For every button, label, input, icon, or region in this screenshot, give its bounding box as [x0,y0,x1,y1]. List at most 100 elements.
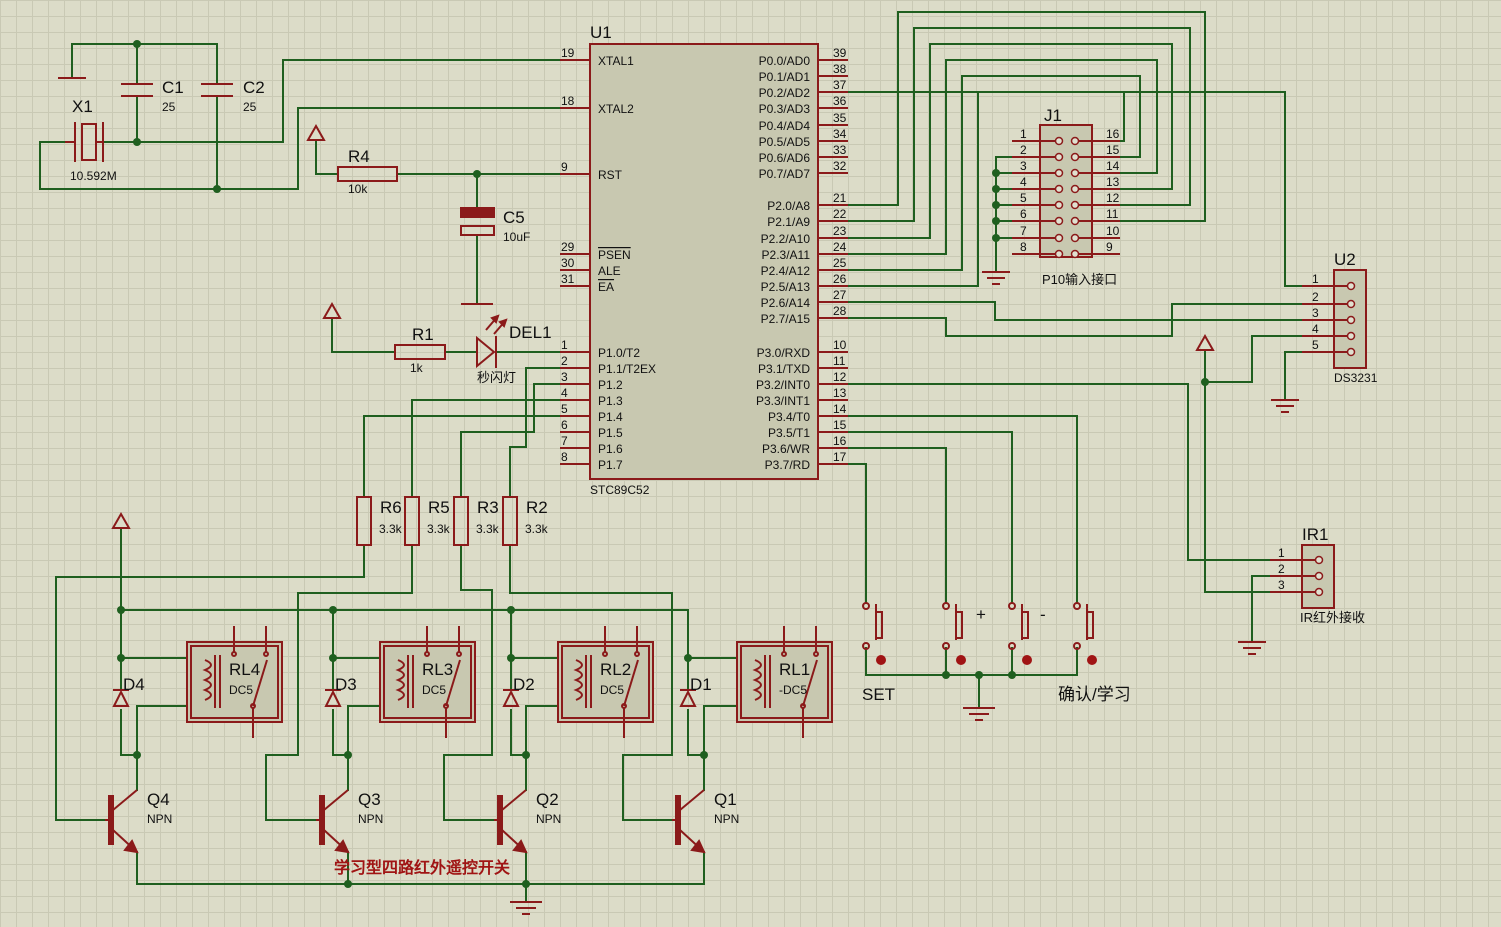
base-resistor [502,496,518,546]
mcu-pin-name: P0.0/AD0 [759,54,811,68]
diode-ref: D2 [513,675,535,694]
j1-pin-pad [1070,184,1080,194]
u2-pin-pad [1346,299,1356,309]
transistor-type: NPN [358,812,383,826]
j1-pin-number: 4 [1020,175,1027,189]
pushbutton [1073,602,1097,665]
mcu-pin-number: 33 [833,143,847,157]
mcu-pin-number: 5 [561,402,568,416]
mcu-pin-number: 36 [833,94,847,108]
resistor-ref: R5 [428,498,450,517]
transistor-ref: Q4 [147,790,170,809]
button-pad[interactable] [1022,655,1032,665]
pushbutton [1008,602,1032,665]
j1-pin-number: 2 [1020,143,1027,157]
c1-ref: C1 [162,78,184,97]
led-label: 秒闪灯 [477,370,516,385]
mcu-pin-name: P1.7 [598,458,623,472]
mcu-pin-number: 21 [833,191,847,205]
resistor-value: 3.3k [476,522,500,536]
j1-pin-pad [1070,152,1080,162]
relay-value: -DC5 [779,683,807,697]
mcu-pin-name: P0.5/AD5 [759,135,811,149]
crystal-ref: X1 [72,97,93,116]
j1-pin-number: 13 [1106,175,1120,189]
j1-pin-number: 11 [1106,207,1119,221]
ir-pin-number: 2 [1278,562,1285,576]
j1-pin-pad [1054,168,1064,178]
j1-pin-number: 10 [1106,224,1120,238]
transistor-ref: Q2 [536,790,559,809]
j1-label: P10输入接口 [1042,272,1117,287]
pushbuttons [862,602,1097,665]
power-arrow-icon [1195,333,1215,351]
relay-value: DC5 [229,683,253,697]
diode: D2 [502,675,535,707]
u2-pin-number: 3 [1312,306,1319,320]
c1-value: 25 [162,100,176,114]
button-pad[interactable] [876,655,886,665]
r1-value: 1k [410,361,424,375]
mcu-pin-number: 12 [833,370,847,384]
mcu-pin-name: P3.0/RXD [757,346,811,360]
mcu-part: STC89C52 [590,483,650,497]
mcu-pin-number: 6 [561,418,568,432]
j1-pin-number: 15 [1106,143,1120,157]
j1-pin-pad [1054,200,1064,210]
button-pad[interactable] [956,655,966,665]
mcu-pin-number: 7 [561,434,568,448]
ir-pin-number: 3 [1278,578,1285,592]
power-arrow-icon [322,301,342,319]
mcu-pin-number: 34 [833,127,847,141]
base-resistor [356,496,372,546]
mcu-pin-name: P2.4/A12 [761,264,811,278]
button-pad[interactable] [1087,655,1097,665]
mcu-pin-name: P2.1/A9 [767,215,810,229]
j1-pin-pad [1070,200,1080,210]
j1-pin-number: 12 [1106,191,1120,205]
u2-pin-pad [1346,347,1356,357]
ir-ref: IR1 [1302,525,1328,544]
c5-ref: C5 [503,208,525,227]
j1-pin-pad [1054,152,1064,162]
mcu-pin-name: P0.3/AD3 [759,102,811,116]
button-set-label: SET [862,685,895,704]
j1-pin-number: 7 [1020,224,1027,238]
u2-pin-number: 2 [1312,290,1319,304]
diode: D4 [112,675,145,707]
r1-ref: R1 [412,325,434,344]
resistor-value: 3.3k [427,522,451,536]
mcu-pin-name: P0.7/AD7 [759,167,811,181]
mcu-pin-name: ALE [598,264,621,278]
mcu-pin-number: 22 [833,207,847,221]
mcu-pin-name: P0.6/AD6 [759,151,811,165]
mcu-pin-name: P2.3/A11 [762,248,811,262]
mcu-pin-number: 16 [833,434,847,448]
mcu-pin-number: 39 [833,46,847,60]
mcu-pin-name: P3.6/WR [762,442,810,456]
transistor-ref: Q3 [358,790,381,809]
led-del1: DEL1 秒闪灯 [476,314,552,385]
pushbutton [862,602,886,665]
mcu-pin-number: 4 [561,386,568,400]
u2-pin-number: 4 [1312,322,1319,336]
mcu-pin-number: 18 [561,94,575,108]
resistor-ref: R2 [526,498,548,517]
u2-pin-pad [1346,281,1356,291]
mcu-pin-name: P2.6/A14 [761,296,811,310]
mcu-pin-name: P3.2/INT0 [756,378,810,392]
mcu-pin-number: 32 [833,159,847,173]
mcu-pin-number: 2 [561,354,568,368]
mcu-pin-number: 30 [561,256,575,270]
transistor-type: NPN [147,812,172,826]
mcu-pin-name: XTAL1 [598,54,634,68]
mcu-pin-name: P3.4/T0 [768,410,810,424]
mcu-pin-name: P2.7/A15 [761,312,811,326]
mcu-pin-name: EA [598,280,614,294]
